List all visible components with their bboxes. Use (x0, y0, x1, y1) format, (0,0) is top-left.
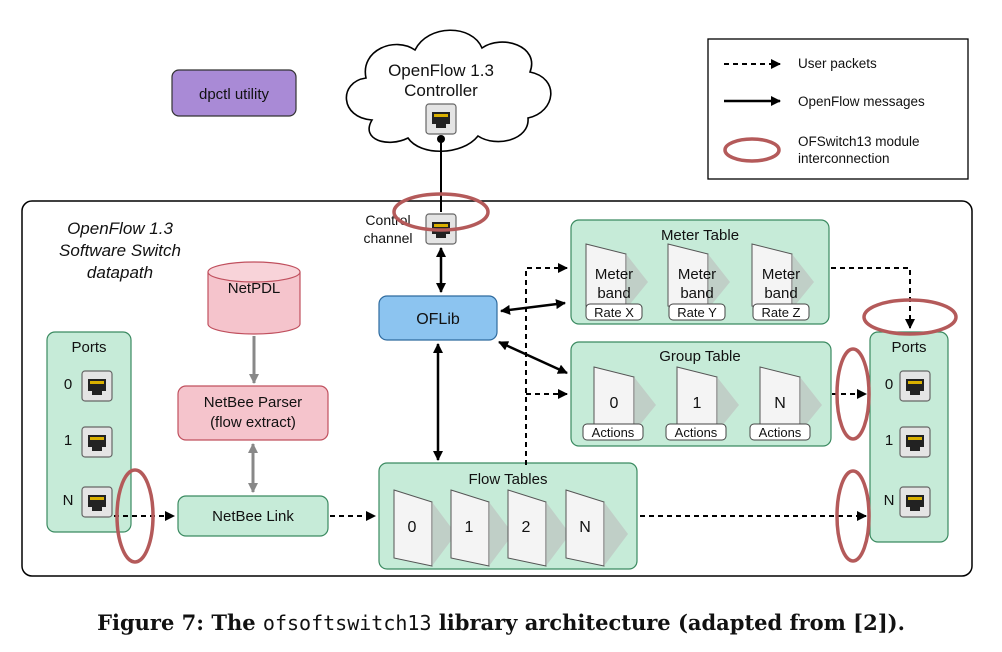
meter-band-y-line1: Meter (678, 266, 716, 283)
flow-table-0: 0 (393, 489, 457, 567)
port-left-n-icon (81, 486, 113, 518)
group-entry-0-actions: Actions (592, 425, 635, 440)
datapath-title-line1: OpenFlow 1.3 (67, 219, 173, 238)
meter-band-x-line2: band (597, 285, 630, 302)
port-left-0-label: 0 (64, 376, 72, 393)
port-right-0-icon (899, 370, 931, 402)
port-right-n-icon (899, 486, 931, 518)
meter-band-z: Meter band Rate Z (751, 243, 815, 321)
meter-band-z-line1: Meter (762, 266, 800, 283)
flow-table-n-label: N (579, 519, 591, 536)
datapath-title-line3: datapath (87, 263, 153, 282)
flow-tables-title: Flow Tables (469, 471, 548, 488)
group-entry-1-id: 1 (693, 395, 702, 412)
port-right-1-label: 1 (885, 432, 893, 449)
meter-band-y-rate: Rate Y (677, 305, 717, 320)
controller-title-line1: OpenFlow 1.3 (388, 61, 494, 80)
meter-band-x-line1: Meter (595, 266, 633, 283)
controller-cloud (345, 29, 552, 153)
flow-table-1: 1 (450, 489, 514, 567)
control-channel-line2: channel (363, 230, 412, 246)
flow-table-2: 2 (507, 489, 571, 567)
figure-caption: Figure 7: The ofsoftswitch13 library arc… (0, 610, 1002, 635)
group-entry-0-id: 0 (610, 395, 619, 412)
legend-module-line1: OFSwitch13 module (798, 134, 920, 149)
dpctl-utility-label: dpctl utility (199, 86, 270, 103)
flow-table-1-label: 1 (465, 519, 474, 536)
netpdl-label: NetPDL (228, 280, 281, 297)
datapath-container (21, 200, 973, 577)
port-right-0-label: 0 (885, 376, 893, 393)
meter-band-z-line2: band (764, 285, 797, 302)
group-entry-n-actions: Actions (759, 425, 802, 440)
flow-table-n: N (565, 489, 629, 567)
port-left-n-label: N (63, 492, 74, 509)
legend-openflow-messages: OpenFlow messages (798, 94, 925, 109)
port-left-0-icon (81, 370, 113, 402)
group-table-title: Group Table (659, 348, 740, 365)
group-entry-n: N Actions (749, 366, 823, 441)
datapath-title-line2: Software Switch (59, 241, 181, 260)
meter-band-y: Meter band Rate Y (667, 243, 731, 321)
netbee-parser-line2: (flow extract) (210, 414, 296, 431)
user-packet-paths (114, 263, 915, 521)
control-channel-line1: Control (365, 212, 410, 228)
oflib-label: OFLib (416, 311, 460, 328)
ports-right-title: Ports (891, 339, 926, 356)
caption-suffix: library architecture (adapted from [2]). (431, 610, 905, 635)
meter-band-z-rate: Rate Z (761, 305, 800, 320)
netbee-link-label: NetBee Link (212, 508, 294, 525)
controller-ethernet-port-icon (425, 103, 457, 135)
group-entry-n-id: N (774, 395, 786, 412)
netbee-link-box (177, 495, 329, 537)
meter-band-y-line2: band (680, 285, 713, 302)
flow-table-0-label: 0 (408, 519, 417, 536)
dpctl-utility-box[interactable] (171, 69, 297, 117)
caption-prefix: Figure 7: The (97, 610, 263, 635)
legend (707, 38, 969, 180)
caption-code: ofsoftswitch13 (262, 611, 432, 635)
ports-left-title: Ports (71, 339, 106, 356)
port-right-n-label: N (884, 492, 895, 509)
meter-band-x-rate: Rate X (594, 305, 634, 320)
controller-title-line2: Controller (404, 81, 478, 100)
controller-connection-dot (437, 135, 445, 143)
group-entry-1: 1 Actions (665, 366, 740, 441)
flow-table-2-label: 2 (522, 519, 531, 536)
group-entry-0: 0 Actions (582, 366, 657, 441)
netpdl-database-icon (207, 261, 301, 335)
meter-band-x: Meter band Rate X (585, 243, 649, 321)
module-interconnection-rings (115, 192, 958, 564)
legend-user-packets: User packets (798, 56, 877, 71)
meter-table-title: Meter Table (661, 227, 739, 244)
port-left-1-label: 1 (64, 432, 72, 449)
netbee-parser-box (177, 385, 329, 441)
legend-module-line2: interconnection (798, 151, 890, 166)
port-left-1-icon (81, 426, 113, 458)
oflib-box (378, 295, 498, 341)
netbee-parser-line1: NetBee Parser (204, 394, 302, 411)
group-entry-1-actions: Actions (675, 425, 718, 440)
port-right-1-icon (899, 426, 931, 458)
